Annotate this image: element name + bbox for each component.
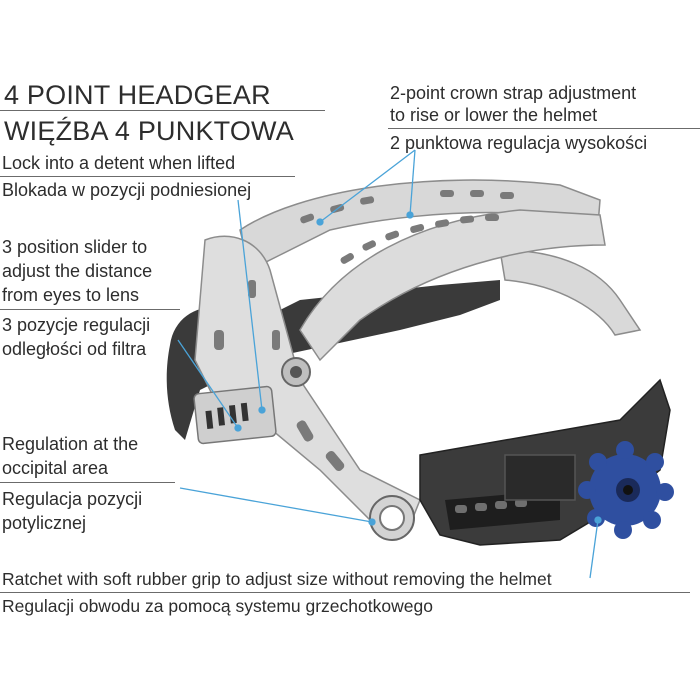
leader-occipital [179,487,373,523]
ratchet-pl: Regulacji obwodu za pomocą systemu grzec… [2,596,433,616]
ratchet-divider [0,592,690,593]
leader-crown-b [409,149,416,216]
leader-lines [177,149,602,579]
leader-crown-a [319,149,416,223]
slider-pl-line2: odległości od filtra [2,339,147,359]
strap-holes [300,190,514,264]
occipital-en-line1: Regulation at the [2,434,139,454]
occipital-pl-line2: potylicznej [2,513,87,533]
slider-notches [205,402,249,429]
rear-bracket [504,454,576,501]
title-en: 4 POINT HEADGEAR [4,80,271,110]
crown-strap [239,179,601,272]
leader-ratchet [589,519,599,579]
slider-en-line2: adjust the distance [2,261,153,281]
leader-slider [177,339,239,429]
ratchet-knob [578,441,674,539]
crown-strap-rear [299,209,606,362]
slider-divider [0,309,180,310]
leader-lock [237,199,263,411]
lock-divider [0,176,295,177]
crown-en-line1: 2-point crown strap adjustment [390,83,637,103]
occipital-divider [0,482,175,483]
title-pl: WIĘŹBA 4 PUNKTOWA [4,116,294,146]
front-band [499,249,642,336]
slider-en-line1: 3 position slider to [2,237,148,257]
crown-en-line2: to rise or lower the helmet [390,105,598,125]
occipital-en-line2: occipital area [2,458,109,478]
side-frame-holes [214,280,345,472]
crown-pl: 2 punktowa regulacja wysokości [390,133,648,153]
lock-en: Lock into a detent when lifted [2,153,236,173]
occipital-pl-line1: Regulacja pozycji [2,489,143,509]
slider-pl-line1: 3 pozycje regulacji [2,315,151,335]
crown-divider [388,128,700,129]
title-divider [0,110,325,111]
lock-pl: Blokada w pozycji podniesionej [2,180,252,200]
slider-en-line3: from eyes to lens [2,285,140,305]
ratchet-en: Ratchet with soft rubber grip to adjust … [2,569,552,589]
